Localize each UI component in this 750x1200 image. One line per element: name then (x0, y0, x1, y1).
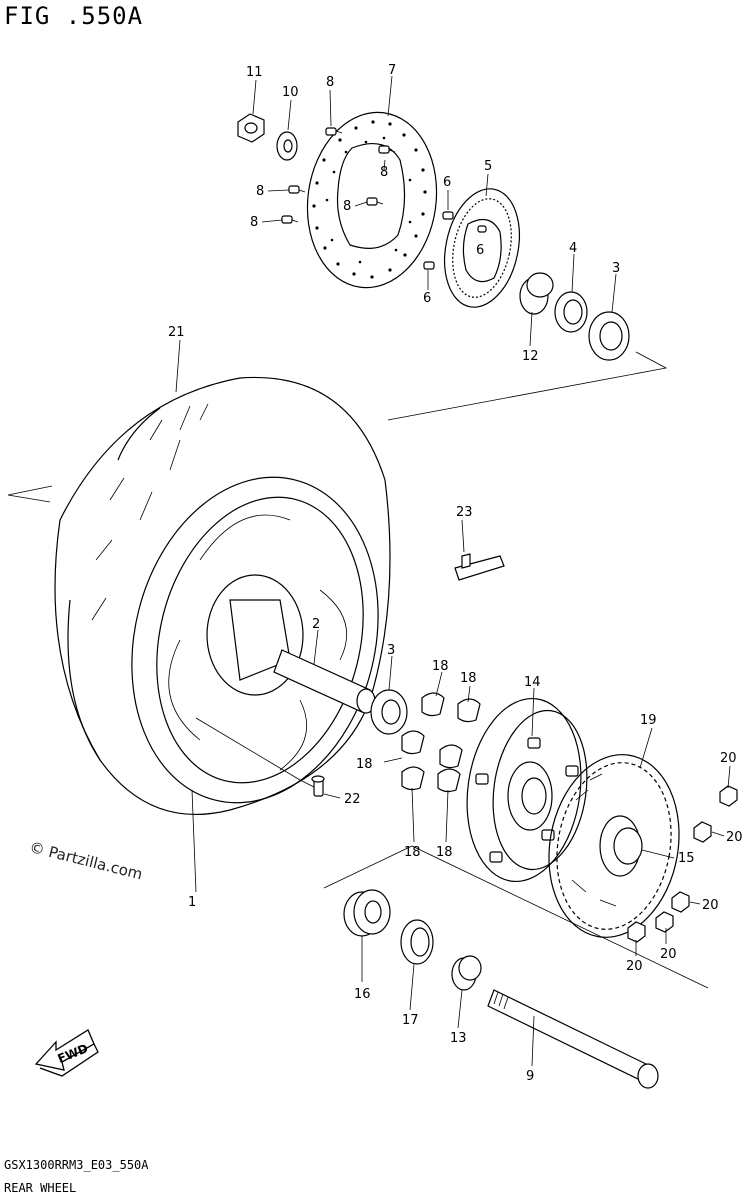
callout-11: 11 (246, 65, 263, 80)
figure-title: FIG .550A (4, 2, 144, 30)
spacer-13[interactable] (451, 955, 482, 991)
callout-15: 15 (678, 851, 695, 866)
oil-seal-4[interactable] (554, 291, 588, 333)
washer-10[interactable] (276, 131, 298, 161)
callout-8-d: 8 (343, 199, 351, 214)
callout-8-a: 8 (326, 75, 334, 90)
callout-22: 22 (344, 792, 361, 807)
callout-18-c: 18 (356, 757, 373, 772)
model-code: GSX1300RRM3_E03_550A (4, 1158, 149, 1172)
callout-19: 19 (640, 713, 657, 728)
callout-20-a: 20 (720, 751, 737, 766)
callout-1: 1 (188, 895, 196, 910)
rear-axle-9[interactable] (487, 989, 659, 1089)
callout-labels: 11 10 8 7 8 8 8 8 6 5 6 6 4 3 12 21 23 2… (168, 63, 743, 1084)
callout-17: 17 (402, 1013, 419, 1028)
fwd-arrow-icon: FWD (34, 1029, 99, 1077)
callout-18-d: 18 (404, 845, 421, 860)
callout-4: 4 (569, 241, 577, 256)
oil-seal-17[interactable] (400, 919, 434, 965)
sprocket-drum-14[interactable] (456, 691, 597, 889)
callout-6-c: 6 (423, 291, 431, 306)
callout-3-top: 3 (612, 261, 620, 276)
callout-18-e: 18 (436, 845, 453, 860)
axle-spacer-2[interactable] (273, 649, 376, 714)
callout-20-b: 20 (726, 830, 743, 845)
callout-23: 23 (456, 505, 473, 520)
air-valve-22[interactable] (311, 775, 325, 797)
callout-21: 21 (168, 325, 185, 340)
callout-20-d: 20 (660, 947, 677, 962)
bearing-3-top[interactable] (588, 311, 630, 361)
rear-tire[interactable] (54, 376, 391, 816)
callout-8-b: 8 (380, 165, 388, 180)
callout-20-e: 20 (626, 959, 643, 974)
callout-18-b: 18 (460, 671, 477, 686)
callout-8-c: 8 (256, 184, 264, 199)
bearing-16[interactable] (343, 889, 391, 937)
disc-bolts[interactable] (281, 127, 396, 224)
callout-3-lower: 3 (387, 643, 395, 658)
callout-12: 12 (522, 349, 539, 364)
callout-2: 2 (312, 617, 320, 632)
rear-sprocket-19[interactable] (535, 744, 693, 947)
cush-dampers[interactable] (401, 692, 481, 793)
nut-11[interactable] (237, 113, 265, 143)
spacer-12[interactable] (519, 272, 554, 315)
callout-20-c: 20 (702, 898, 719, 913)
sprocket-nuts[interactable] (627, 785, 738, 943)
callout-6-a: 6 (443, 175, 451, 190)
bearing-3-lower[interactable] (370, 689, 408, 735)
callout-8-e: 8 (250, 215, 258, 230)
brake-disc[interactable] (296, 104, 447, 296)
callout-9: 9 (526, 1069, 534, 1084)
balance-weight-23[interactable] (454, 553, 505, 581)
figure-caption: REAR WHEEL (4, 1181, 77, 1195)
callout-6-b: 6 (476, 243, 484, 258)
ring-bolts[interactable] (423, 211, 487, 270)
callout-7: 7 (388, 63, 396, 78)
callout-5: 5 (484, 159, 492, 174)
callout-10: 10 (282, 85, 299, 100)
callout-13: 13 (450, 1031, 467, 1046)
callout-18-a: 18 (432, 659, 449, 674)
callout-14: 14 (524, 675, 541, 690)
sensor-ring[interactable] (434, 182, 529, 314)
callout-16: 16 (354, 987, 371, 1002)
